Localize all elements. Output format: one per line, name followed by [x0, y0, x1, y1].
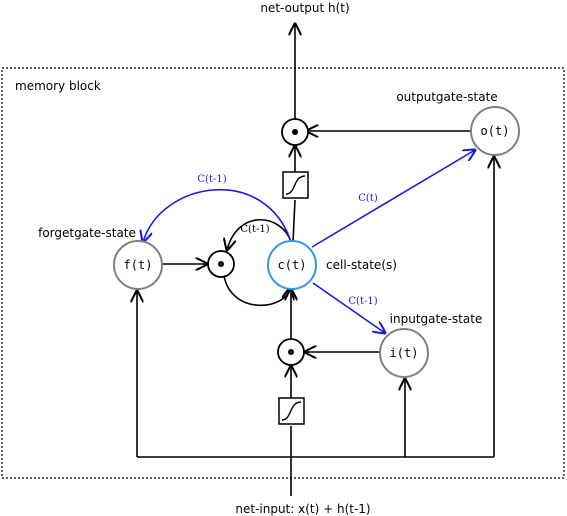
memory-block-label: memory block [15, 79, 101, 93]
node-f: f(t) [113, 240, 163, 290]
net-output-label: net-output h(t) [260, 1, 349, 15]
cell-circle [267, 240, 317, 290]
net-input-label: net-input: x(t) + h(t-1) [235, 502, 370, 516]
input-multiplier-icon [277, 338, 305, 366]
node-o-label: o(t) [481, 124, 510, 138]
peephole-cell-to-o [311, 150, 475, 248]
outputgate-state-label: outputgate-state [396, 90, 497, 104]
inputgate-circle [379, 328, 429, 378]
forgetgate-circle [113, 240, 163, 290]
input-squash-icon [278, 397, 305, 425]
peephole-cell-to-i [312, 282, 385, 333]
output-squash-icon [282, 171, 309, 199]
inputgate-state-label: inputgate-state [390, 312, 483, 326]
forgetgate-state-label: forgetgate-state [38, 226, 136, 240]
outputgate-circle [470, 106, 520, 156]
node-i: i(t) [379, 328, 429, 378]
edge-label-c-to-i: C(t-1) [348, 296, 377, 307]
node-c-label: c(t) [278, 258, 307, 272]
node-c: c(t) [267, 240, 317, 290]
node-i-label: i(t) [390, 346, 419, 360]
edge-label-c-to-o: C(t) [358, 193, 378, 204]
peephole-cell-to-f [143, 189, 292, 242]
edge-label-c-to-f: C(t-1) [197, 174, 226, 185]
connections [137, 24, 494, 496]
forget-multiplier-icon [207, 250, 235, 278]
memory-block-border [1, 67, 565, 479]
node-f-label: f(t) [124, 258, 153, 272]
output-multiplier-icon [281, 118, 309, 146]
edge-cell-self-loop [227, 219, 292, 250]
node-o: o(t) [470, 106, 520, 156]
edge-cell-to-squash [292, 199, 296, 243]
peephole-connections [143, 150, 475, 333]
cell-state-label: cell-state(s) [326, 258, 397, 272]
edge-label-self-loop: C(t-1) [240, 224, 269, 235]
